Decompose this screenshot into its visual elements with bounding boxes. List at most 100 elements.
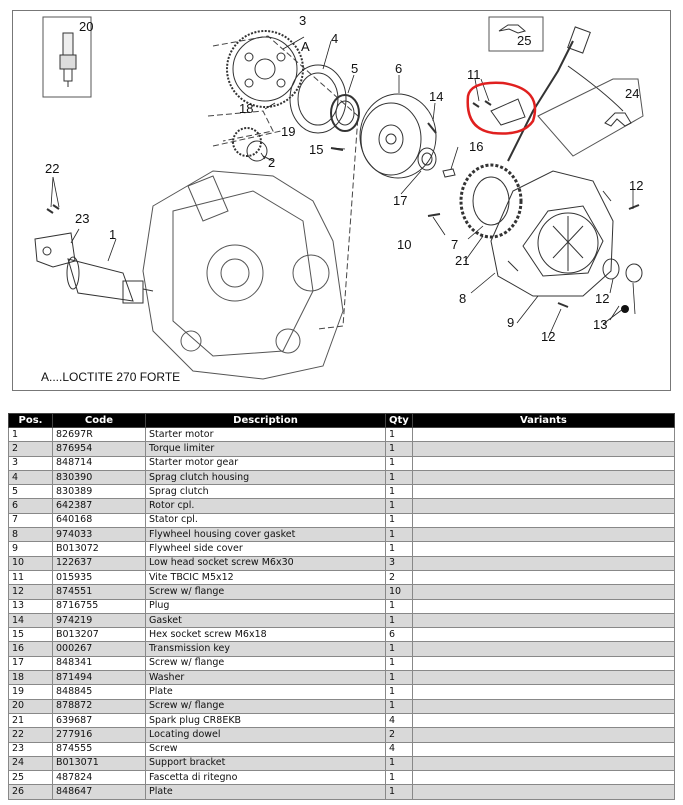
callout-14: 12 — [595, 291, 610, 306]
cell-description: Hex socket screw M6x18 — [145, 627, 386, 643]
cell-qty: 1 — [385, 512, 413, 529]
cell-variants — [411, 727, 676, 743]
cell-description: Plug — [145, 598, 386, 614]
cell-qty: 1 — [385, 784, 413, 800]
callout-23: 22 — [45, 161, 60, 176]
cell-variants — [411, 569, 676, 586]
cell-description: Screw w/ flange — [145, 584, 386, 600]
cell-pos: 22 — [8, 727, 53, 743]
exploded-parts-diagram: 20 3 A 4 5 6 18 19 2 14 15 16 17 11 25 2… — [12, 10, 671, 391]
loctite-note: A....LOCTITE 270 FORTE — [41, 370, 181, 384]
cell-code: B013071 — [52, 755, 146, 772]
cell-qty: 1 — [385, 612, 413, 629]
diagram-drawing — [34, 16, 644, 380]
header-code: Code — [52, 413, 146, 428]
cell-pos: 17 — [8, 655, 53, 672]
callout-9: 9 — [507, 315, 515, 330]
cell-variants — [411, 555, 676, 571]
sprag-clutch-housing — [289, 64, 347, 134]
spark-plug-icon — [59, 32, 77, 87]
cell-pos: 10 — [8, 555, 53, 571]
header-variants: Variants — [411, 413, 676, 428]
cell-variants — [411, 512, 676, 529]
cell-variants — [411, 698, 676, 714]
callout-19: 18 — [239, 101, 254, 116]
support-bracket — [34, 232, 76, 268]
callout-5: 5 — [351, 61, 359, 76]
cell-qty: 4 — [385, 741, 413, 757]
cell-qty: 1 — [385, 655, 413, 672]
cell-pos: 12 — [8, 584, 53, 600]
cell-qty: 10 — [385, 584, 413, 600]
cell-description: Flywheel housing cover gasket — [145, 527, 386, 543]
cell-variants — [411, 655, 676, 672]
cell-variants — [411, 469, 676, 486]
cell-pos: 25 — [8, 770, 53, 786]
callout-15: 14 — [429, 89, 444, 104]
cell-variants — [411, 712, 676, 729]
cell-qty: 1 — [385, 684, 413, 700]
cell-description: Vite TBCIC M5x12 — [145, 569, 386, 586]
cell-qty: 1 — [385, 670, 413, 686]
spark-plug-box — [42, 16, 92, 98]
cell-variants — [411, 598, 676, 614]
cell-code: 874555 — [52, 741, 146, 757]
cell-description: Torque limiter — [145, 441, 386, 457]
cell-description: Locating dowel — [145, 727, 386, 743]
screw-17 — [442, 168, 456, 178]
cell-variants — [411, 784, 676, 800]
cell-qty: 1 — [385, 484, 413, 500]
cell-code: 830390 — [52, 469, 146, 486]
cell-qty: 1 — [385, 455, 413, 471]
cell-code: 642387 — [52, 498, 146, 514]
cell-description: Starter motor gear — [145, 455, 386, 471]
flywheel-side-cover — [490, 170, 614, 297]
cell-variants — [411, 584, 676, 600]
cell-qty: 1 — [385, 498, 413, 514]
cell-description: Spark plug CR8EKB — [145, 712, 386, 729]
rotor — [359, 93, 437, 179]
cell-code: 487824 — [52, 770, 146, 786]
callout-24: 23 — [75, 211, 90, 226]
callout-7: 7 — [451, 237, 459, 252]
cell-qty: 2 — [385, 727, 413, 743]
cell-code: 876954 — [52, 441, 146, 457]
cell-variants — [411, 627, 676, 643]
cell-description: Flywheel side cover — [145, 541, 386, 557]
cell-code: 000267 — [52, 641, 146, 657]
cell-description: Gasket — [145, 612, 386, 629]
cell-qty: 4 — [385, 712, 413, 729]
callout-17: 16 — [469, 139, 484, 154]
cell-pos: 18 — [8, 670, 53, 686]
cell-qty: 1 — [385, 541, 413, 557]
cell-code: 82697R — [52, 426, 146, 443]
cell-pos: 20 — [8, 698, 53, 714]
cell-qty: 6 — [385, 627, 413, 643]
cell-code: 015935 — [52, 569, 146, 586]
plug — [625, 263, 643, 283]
cell-description: Rotor cpl. — [145, 498, 386, 514]
cell-qty: 1 — [385, 770, 413, 786]
cell-pos: 24 — [8, 755, 53, 772]
cell-pos: 1 — [8, 426, 53, 443]
cell-description: Screw w/ flange — [145, 698, 386, 714]
cell-pos: 11 — [8, 569, 53, 586]
cell-pos: 4 — [8, 469, 53, 486]
highlight-circle — [466, 81, 537, 135]
cell-code: 974033 — [52, 527, 146, 543]
cell-description: Sprag clutch housing — [145, 469, 386, 486]
cell-pos: 26 — [8, 784, 53, 800]
